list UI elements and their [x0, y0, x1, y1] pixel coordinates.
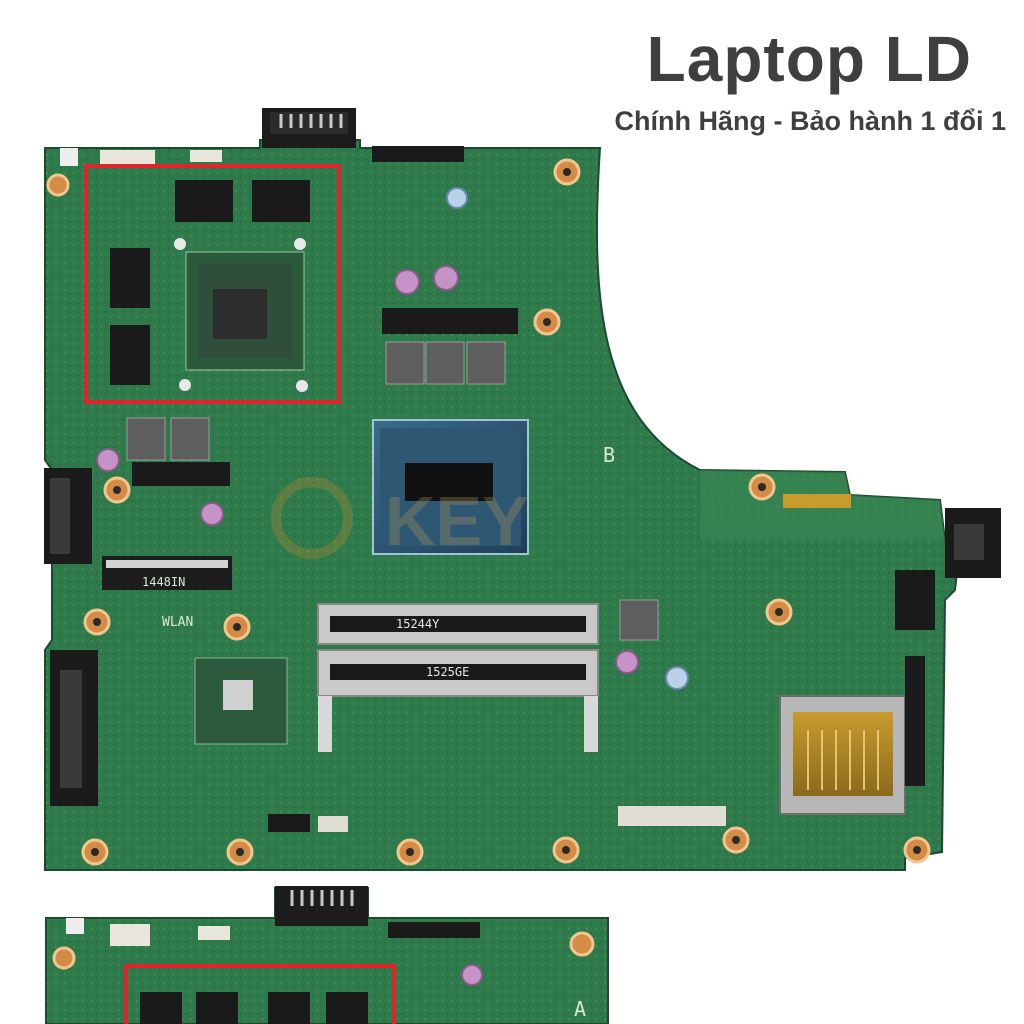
gpu-chip [213, 289, 267, 339]
power-chokes [126, 308, 518, 486]
ssd-slot: 1448IN [102, 556, 232, 590]
right-flex-connector [905, 656, 925, 786]
vram-chip-4 [110, 325, 150, 385]
card-reader [779, 695, 906, 815]
left-ports [44, 468, 98, 806]
page-title: Laptop LD [646, 23, 972, 95]
board-mark-a: A [574, 997, 586, 1021]
vram-chip-3 [110, 248, 150, 308]
gpu-highlight-box [84, 164, 341, 404]
cpu-section [372, 419, 529, 555]
board-mark-b: B [603, 443, 615, 467]
io-chip [895, 570, 935, 630]
second-highlight-box [124, 964, 396, 1024]
battery-connector [262, 108, 356, 148]
second-board: A [45, 886, 609, 1024]
top-left-button [60, 148, 78, 166]
wlan-label: WLAN [162, 615, 193, 630]
vram-chip-1 [175, 180, 233, 222]
chipset [194, 657, 288, 745]
contact-strip [783, 494, 851, 508]
ram-slot-bottom-label: 1525GE [426, 665, 469, 679]
top-connector-1 [100, 150, 155, 164]
watermark: KEY [385, 482, 529, 560]
page-subtitle: Chính Hãng - Bảo hành 1 đổi 1 [614, 106, 1007, 136]
vram-chip-2 [252, 180, 310, 222]
capacitors [96, 187, 689, 690]
ssd-slot-label: 1448IN [142, 575, 185, 589]
bottom-flex-connector [618, 806, 726, 826]
ram-slots: 15244Y 1525GE [317, 603, 599, 752]
cpu-die [405, 463, 493, 501]
top-connector-2 [190, 150, 222, 162]
ram-slot-top-label: 15244Y [396, 617, 440, 631]
gpu-section [110, 180, 310, 392]
top-flex-connector [372, 146, 464, 162]
